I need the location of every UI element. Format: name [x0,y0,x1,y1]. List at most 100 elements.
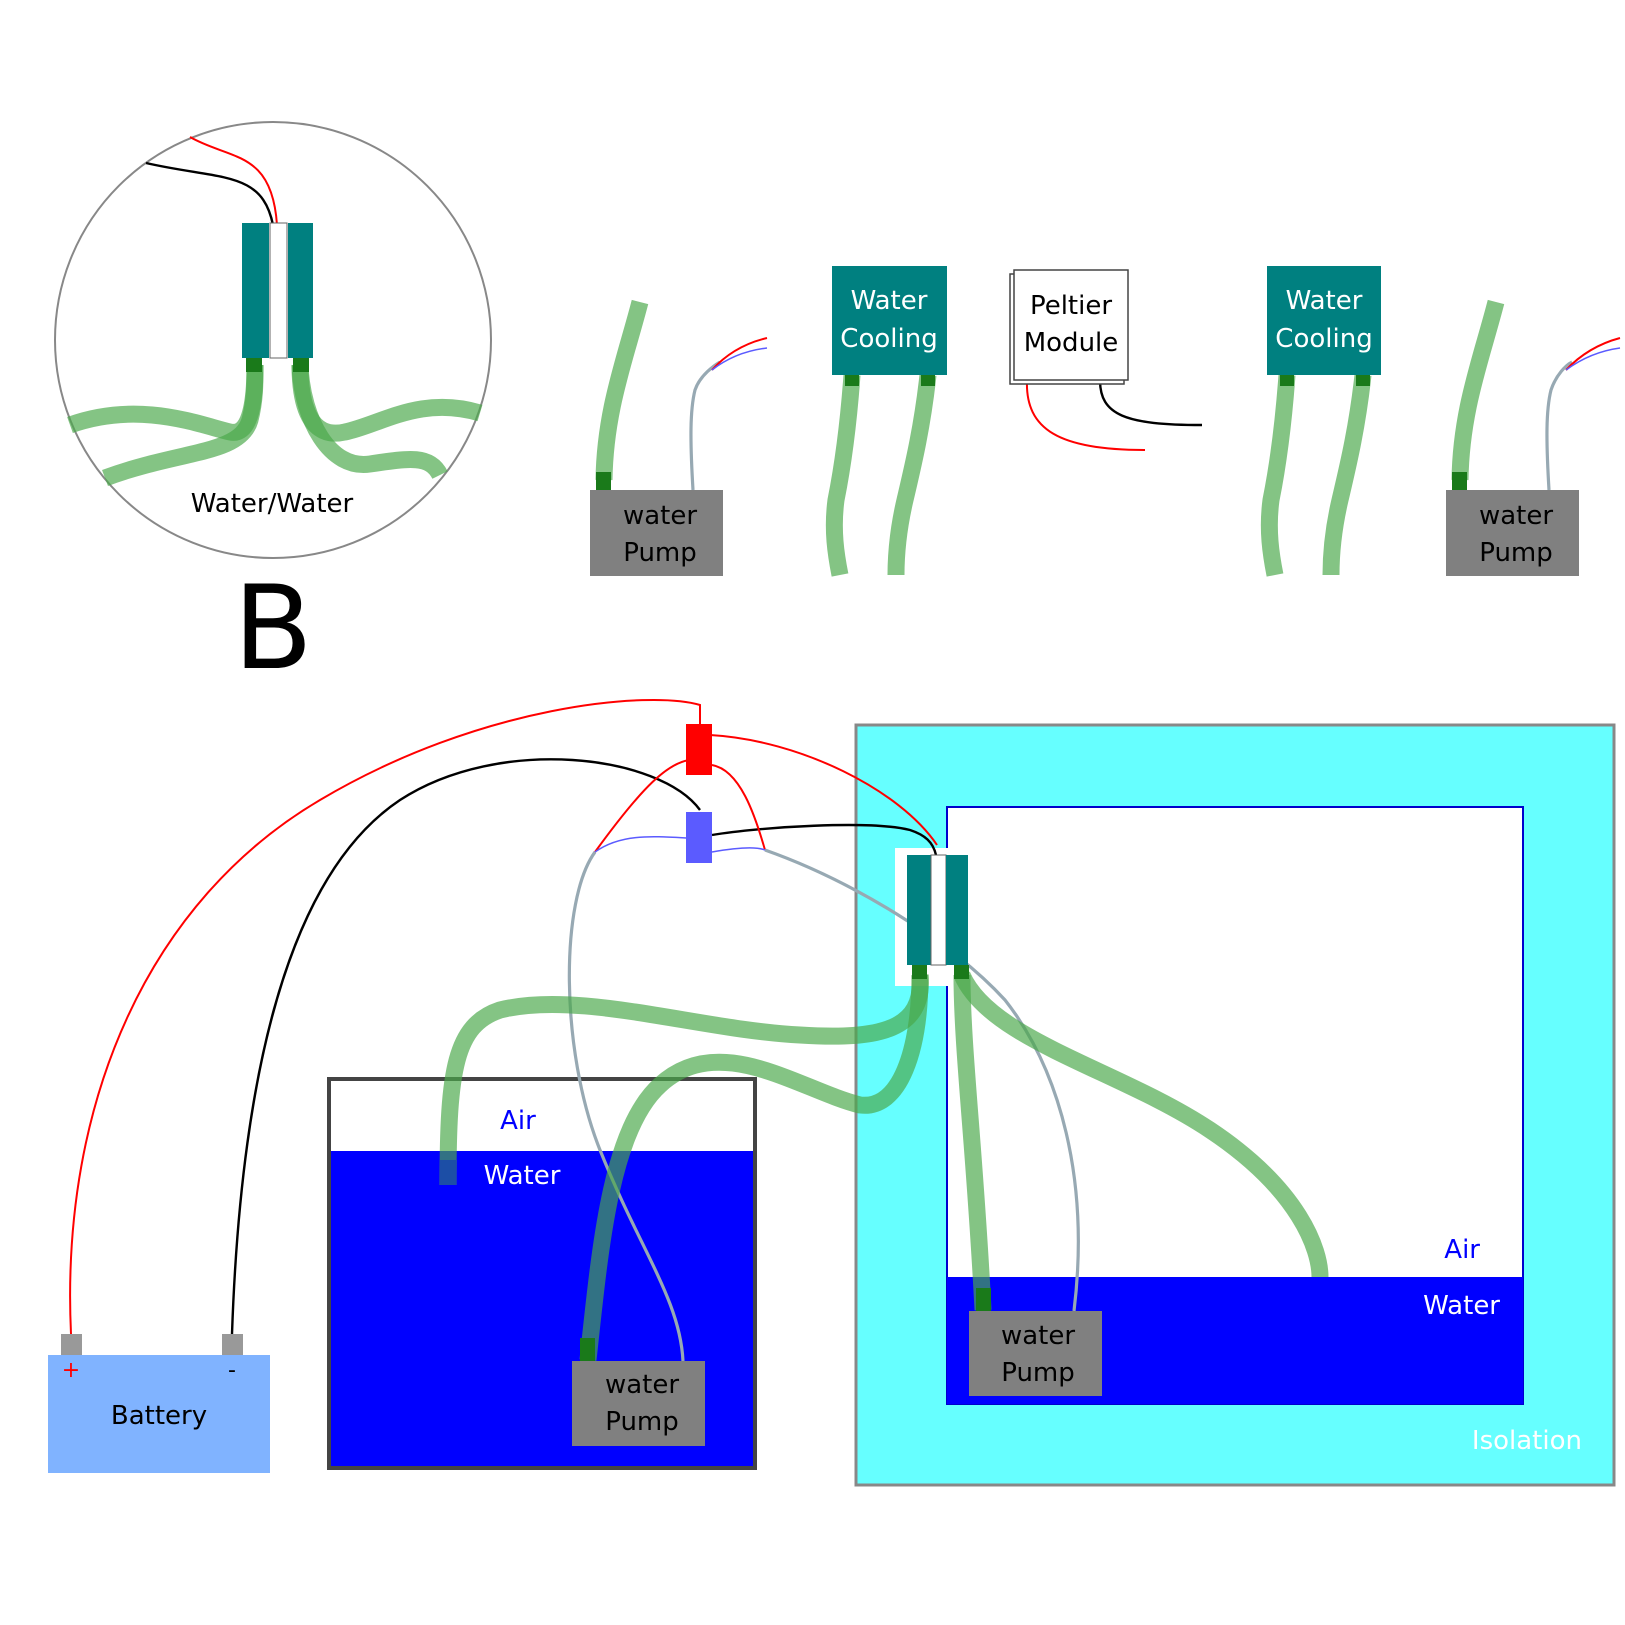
main-peltier [930,854,947,966]
parts-pump-left-line1: water [623,501,697,531]
parts-cooler-left-line2: Cooling [840,324,937,354]
main-cooler-left [907,855,931,965]
parts-cooler-left-tube-1 [825,374,861,577]
isolation-label: Isolation [1472,1426,1582,1456]
inset-tube-end-right [293,358,309,372]
tube-cooler-to-tank-a [439,974,929,1186]
left-tank-air-label: Air [500,1106,536,1136]
wire-blue-branch-left [594,835,687,853]
parts-cooler-left-group: Water Cooling [825,266,947,577]
tube-cooler-to-inner-air [954,971,1329,1278]
parts-pump-left [590,490,723,576]
connector-positive [686,724,712,775]
battery-minus-sign: - [228,1358,236,1383]
parts-cooler-left-tube-end-2 [921,372,935,386]
battery-terminal-negative [222,1334,243,1355]
parts-pump-right-wire-blue [1565,347,1621,371]
tube-end-cooler-right [954,965,969,979]
parts-cooler-right-line1: Water [1286,286,1363,316]
left-tank-water-label: Water [484,1161,561,1191]
parts-pump-left-group: water Pump [590,299,768,576]
inset-peltier [269,222,288,359]
inset-black-wire [145,161,275,226]
wire-pump-left-tank [567,851,685,1362]
inner-box-pump-line1: water [1001,1321,1075,1351]
main-peltier-assembly [907,854,968,966]
wire-blue-branch-right [711,847,766,853]
main-cooler-right [946,855,968,965]
tubes [439,965,1329,1362]
inset-cooler-left [242,223,269,358]
panel-letter: B [233,561,313,696]
wire-pump-inner-box [764,848,1080,1312]
parts-cooler-right-tube-end-2 [1356,372,1370,386]
parts-pump-right-line2: Pump [1479,538,1553,568]
battery-plus-sign: + [62,1358,80,1383]
parts-pump-right-wire-red [1565,337,1621,371]
wiring [567,724,1080,1362]
inner-box-pump: water Pump [969,1311,1102,1396]
wire-red-branch-right [711,764,766,851]
parts-pump-left-line2: Pump [623,538,697,568]
tube-end-inner-pump [976,1288,991,1312]
parts-pump-left-tube-end [596,472,611,492]
parts-pump-right-group: water Pump [1446,299,1621,576]
parts-cooler-right [1267,266,1381,375]
parts-pump-right [1446,490,1579,576]
parts-pump-left-wire-blue [711,347,768,371]
parts-pump-right-wire [1545,360,1573,491]
battery-body [48,1355,270,1473]
left-tank-pump-body [572,1361,705,1446]
parts-pump-right-tube-end [1452,472,1467,492]
tube-tank-pump-to-cooler [579,974,929,1361]
inner-air-label: Air [1444,1235,1480,1265]
battery-terminal-positive [61,1334,82,1355]
parts-cooler-left-line1: Water [851,286,928,316]
parts-pump-right-line1: water [1479,501,1553,531]
inner-box-pump-line2: Pump [1001,1358,1075,1388]
connector-negative [686,812,712,863]
battery-positive-wire [69,699,701,1335]
parts-peltier-group: Peltier Module [1009,269,1203,451]
tube-end-tank-pump [580,1338,595,1362]
tube-cooler-to-inner-pump [953,974,992,1311]
tube-end-tank-intake [440,1160,456,1185]
parts-pump-left-wire-red [711,337,768,371]
parts-cooler-left [832,266,947,375]
battery-negative-wire [230,758,701,1335]
left-tank-pump: water Pump [572,1361,705,1446]
inset-tube-end-left [246,358,262,372]
inner-water-label: Water [1423,1291,1500,1321]
left-tank-pump-line1: water [605,1370,679,1400]
parts-cooler-left-tube-end-1 [845,372,859,386]
parts-peltier [1013,269,1129,381]
inner-box-pump-body [969,1311,1102,1396]
parts-peltier-red-wire [1025,379,1146,451]
inset-cooler-right [288,223,313,358]
parts-cooler-right-tube-1 [1260,374,1296,577]
parts-peltier-line1: Peltier [1030,291,1112,321]
left-tank: Air Water [327,1077,757,1470]
parts-peltier-line2: Module [1024,328,1119,358]
parts-cooler-left-tube-2 [887,374,937,576]
wire-black-to-peltier [711,823,938,856]
battery: + - Battery [48,699,701,1473]
inset-tube-2 [102,364,264,486]
tube-end-cooler-left [912,965,927,979]
inset-red-wire [189,136,278,226]
inset-detail: Water/Water [54,121,492,559]
inset-caption: Water/Water [191,489,354,519]
left-tank-pump-line2: Pump [605,1407,679,1437]
parts-cooler-right-tube-end-1 [1280,372,1294,386]
parts-pump-left-wire [689,360,721,491]
parts-cooler-right-line2: Cooling [1275,324,1372,354]
parts-cooler-right-tube-2 [1322,374,1372,576]
inset-tube-4 [291,364,448,480]
parts-pump-right-tube [1451,299,1505,481]
parts-pump-left-tube [595,299,649,481]
parts-cooler-right-group: Water Cooling [1260,266,1381,577]
parts-peltier-black-wire [1098,379,1203,427]
battery-label: Battery [111,1401,207,1431]
wire-red-to-peltier [709,734,938,846]
